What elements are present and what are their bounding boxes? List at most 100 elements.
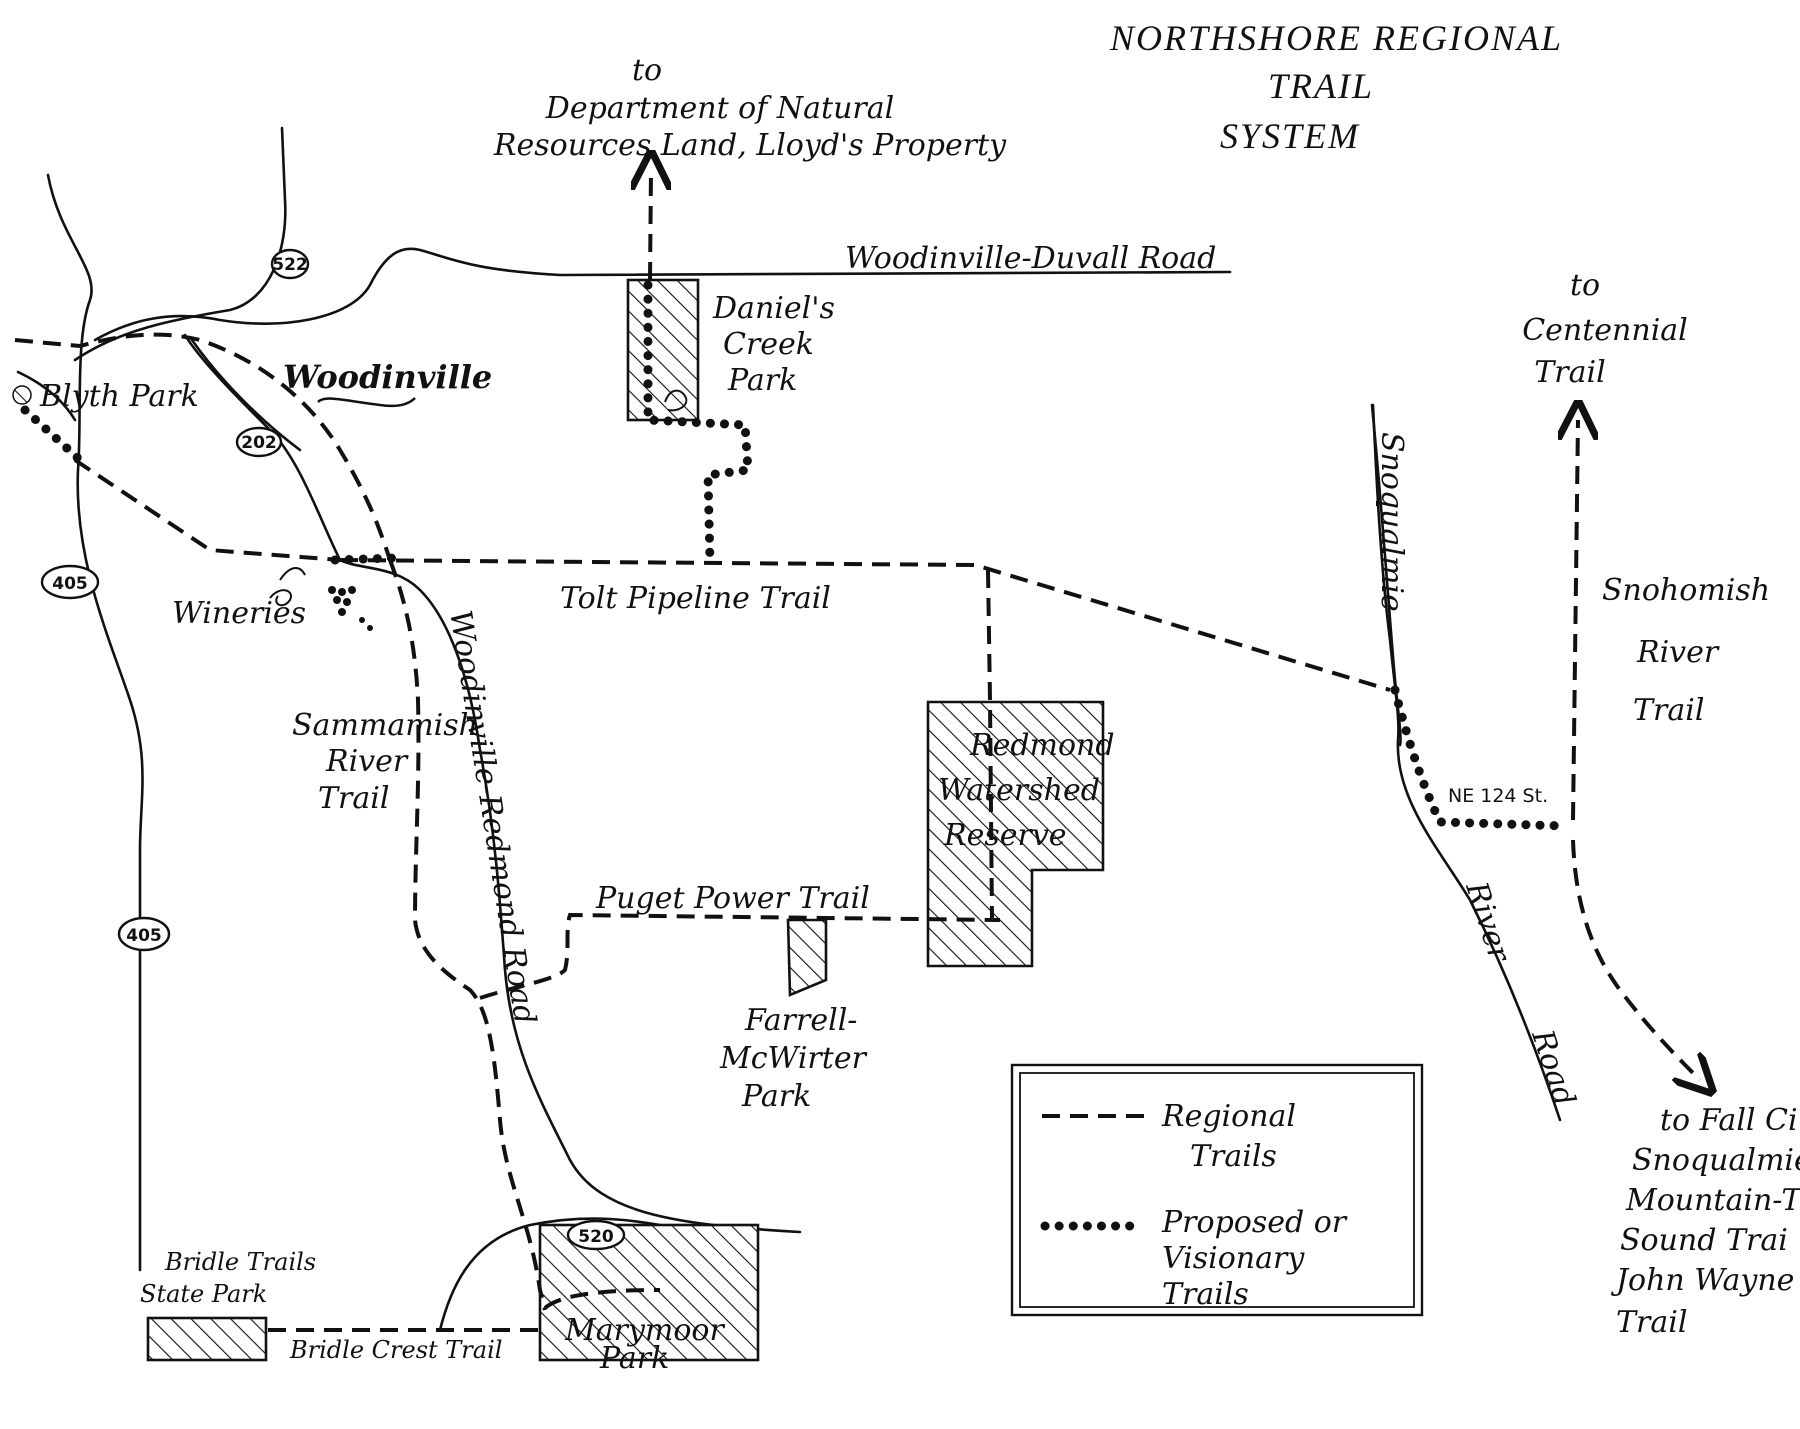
farrell-mcwirter-park-area bbox=[786, 918, 828, 997]
snohomish-river-trail-north bbox=[1573, 420, 1578, 821]
i405-shield-bottom: 405 bbox=[117, 916, 171, 952]
legend-regional-label-1: Regional bbox=[1161, 1099, 1296, 1134]
duck-icon bbox=[664, 389, 688, 412]
proposed-trails bbox=[20, 280, 1570, 831]
sr520-road bbox=[438, 1217, 662, 1332]
marymoor-park-label-1: Marymoor bbox=[564, 1313, 725, 1348]
bridle-crest-trail-label: Bridle Crest Trail bbox=[289, 1336, 502, 1364]
decorations bbox=[269, 389, 688, 631]
ne-124th-label: NE 124 St. bbox=[1448, 785, 1548, 807]
redmond-watershed-label-2: Watershed bbox=[938, 773, 1100, 808]
legend-outer-border bbox=[1010, 1063, 1424, 1317]
regional-trails bbox=[14, 170, 1700, 1332]
to-dnr-label-3: Resources Land, Lloyd's Property bbox=[493, 128, 1007, 163]
daniels-creek-park-area bbox=[626, 278, 700, 422]
farrell-mcwirter-label-1: Farrell- bbox=[744, 1003, 857, 1038]
snoqualmie-proposed-trail bbox=[1390, 685, 1570, 831]
daniels-creek-label-3: Park bbox=[727, 363, 797, 398]
river-road-label-1: River bbox=[1458, 877, 1517, 968]
snohomish-river-trail-label-2: River bbox=[1636, 635, 1720, 670]
to-centennial-label-1: to bbox=[1570, 268, 1600, 303]
marymoor-park-area bbox=[538, 1223, 760, 1362]
river-bank-line bbox=[190, 338, 302, 452]
svg-text:202: 202 bbox=[241, 433, 277, 453]
blyth-park-proposed-trail bbox=[20, 405, 85, 465]
to-dnr-label-2: Department of Natural bbox=[545, 91, 894, 126]
i405-shield-top: 405 bbox=[40, 564, 100, 600]
legend-regional-label-2: Trails bbox=[1190, 1139, 1277, 1174]
title-line-2: TRAIL bbox=[1268, 66, 1374, 106]
map-title: NORTHSHORE REGIONAL TRAIL SYSTEM bbox=[1109, 18, 1563, 156]
sr522-shield: 522 bbox=[270, 248, 310, 280]
snoqualmie-valley-road bbox=[1370, 403, 1402, 747]
river-road-label-2: Road bbox=[1524, 1025, 1582, 1111]
snohomish-river-trail-south bbox=[1571, 839, 1700, 1080]
bridle-trails-label-1: Bridle Trails bbox=[164, 1248, 316, 1276]
map-labels: to Department of Natural Resources Land,… bbox=[39, 53, 1800, 1376]
daniels-creek-label-2: Creek bbox=[723, 327, 814, 362]
farrell-mcwirter-label-3: Park bbox=[741, 1079, 811, 1114]
dnr-connector-trail bbox=[650, 170, 651, 281]
svg-text:520: 520 bbox=[578, 1227, 614, 1247]
snohomish-river-trail-label-3: Trail bbox=[1633, 693, 1704, 728]
grapes-icon bbox=[269, 567, 373, 631]
svg-text:405: 405 bbox=[126, 926, 162, 946]
redmond-watershed-reserve-area bbox=[926, 700, 1105, 968]
i405-road bbox=[46, 173, 144, 1272]
sammamish-river-trail-label-2: River bbox=[325, 744, 409, 779]
woodinville-redmond-road-label: Woodinville-Redmond Road bbox=[442, 608, 542, 1027]
woodinville-label: Woodinville bbox=[283, 358, 492, 396]
sr522-road bbox=[73, 126, 287, 362]
puget-power-trail-label: Puget Power Trail bbox=[595, 881, 870, 916]
sammamish-river-trail-label-3: Trail bbox=[318, 781, 389, 816]
to-dnr-label-1: to bbox=[632, 53, 662, 88]
park-areas bbox=[12, 278, 1105, 1362]
legend-proposed-label-1: Proposed or bbox=[1161, 1205, 1348, 1240]
blyth-park-area bbox=[12, 385, 32, 405]
tolt-pipeline-trail bbox=[339, 558, 1391, 692]
snoqualmie-label: Snoqualmie bbox=[1374, 432, 1409, 612]
redmond-watershed-label-1: Redmond bbox=[969, 728, 1115, 763]
legend-proposed-label-3: Trails bbox=[1162, 1277, 1249, 1312]
snoqualmie-road-west bbox=[1371, 403, 1562, 1122]
to-fall-city-label-2: Snoqualmie bbox=[1632, 1143, 1800, 1178]
farrell-mcwirter-label-2: McWirter bbox=[719, 1041, 868, 1076]
marymoor-park-label-2: Park bbox=[599, 1341, 669, 1376]
sr202-shield: 202 bbox=[235, 426, 283, 458]
sammamish-river-trail bbox=[388, 559, 547, 1311]
title-line-1: NORTHSHORE REGIONAL bbox=[1109, 18, 1563, 58]
bridle-trails-label-2: State Park bbox=[140, 1280, 267, 1308]
roads bbox=[16, 126, 1562, 1332]
woodinville-duvall-road bbox=[93, 247, 1232, 342]
watershed-connector-trail bbox=[986, 569, 994, 921]
wineries-label: Wineries bbox=[172, 596, 306, 631]
to-fall-city-label-3: Mountain-T bbox=[1625, 1183, 1800, 1218]
sr520-shield: 520 bbox=[566, 1219, 626, 1251]
tolt-pipeline-trail-label: Tolt Pipeline Trail bbox=[560, 581, 831, 616]
woodinville-duvall-road-label: Woodinville-Duvall Road bbox=[845, 241, 1216, 276]
burke-gilman-connector bbox=[14, 332, 392, 561]
to-fall-city-label-5: John Wayne bbox=[1610, 1263, 1794, 1298]
title-line-3: SYSTEM bbox=[1220, 116, 1360, 156]
redmond-watershed-label-3: Reserve bbox=[943, 818, 1067, 853]
to-fall-city-label-6: Trail bbox=[1616, 1305, 1687, 1340]
tolt-proposed-segment bbox=[330, 553, 400, 565]
to-centennial-label-2: Centennial bbox=[1522, 313, 1688, 348]
to-fall-city-label-4: Sound Trai bbox=[1620, 1223, 1788, 1258]
bridle-trails-state-park-area bbox=[146, 1316, 268, 1362]
legend-proposed-label-2: Visionary bbox=[1162, 1241, 1305, 1276]
sammamish-river-trail-label-1: Sammamish bbox=[292, 708, 478, 743]
blyth-park-label: Blyth Park bbox=[39, 379, 199, 414]
svg-text:522: 522 bbox=[272, 255, 308, 275]
svg-text:405: 405 bbox=[52, 574, 88, 594]
legend: Regional Trails Proposed or Visionary Tr… bbox=[1010, 1063, 1424, 1317]
bothell-way-road bbox=[16, 370, 77, 422]
woodinville-swash bbox=[317, 397, 416, 408]
puget-power-trail bbox=[479, 912, 1001, 1000]
legend-inner-border bbox=[1019, 1072, 1415, 1308]
woodinville-redmond-road bbox=[183, 333, 802, 1234]
to-fall-city-label-1: to Fall Ci bbox=[1660, 1103, 1798, 1138]
snohomish-river-trail-label-1: Snohomish bbox=[1602, 573, 1770, 608]
highway-shields: 522 202 405 405 520 bbox=[40, 248, 626, 1251]
marymoor-trail bbox=[543, 1288, 661, 1310]
